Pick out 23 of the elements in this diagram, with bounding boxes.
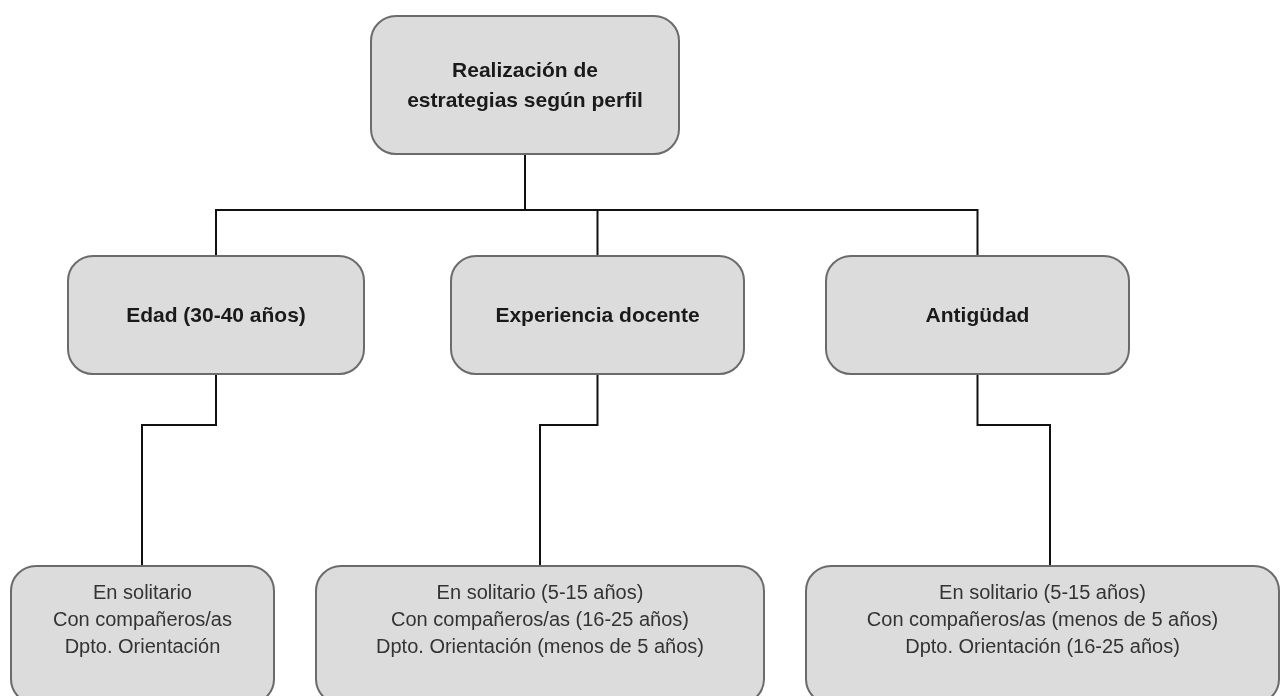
strategy-text: Dpto. Orientación (menos de 5 años) (376, 634, 704, 659)
category-box (370, 15, 680, 155)
strategy-box (315, 565, 765, 696)
strategy-text: Dpto. Orientación (64, 634, 221, 659)
box-title: Edad (30-40 años) (125, 301, 307, 328)
strategy-box (805, 565, 1280, 696)
category-box (450, 255, 745, 375)
box-title: Realización de estrategias según perfil (406, 56, 644, 113)
connector-line (539, 374, 599, 566)
strategy-text: Dpto. Orientación (16-25 años) (905, 634, 1180, 659)
connector-line (141, 374, 217, 566)
strategy-text: En solitario (5-15 años) (939, 580, 1146, 605)
strategy-text: En solitario (5-15 años) (436, 580, 644, 605)
strategy-text: En solitario (93, 580, 192, 605)
strategy-box (10, 565, 275, 696)
strategy-text: Con compañeros/as (53, 607, 232, 632)
category-box (825, 255, 1130, 375)
box-title: Experiencia docente (494, 301, 701, 328)
box-title: Antigüdad (924, 301, 1031, 328)
category-box (67, 255, 365, 375)
strategy-text: Con compañeros/as (16-25 años) (391, 607, 689, 632)
strategy-text: Con compañeros/as (menos de 5 años) (866, 607, 1219, 632)
connector-line (976, 374, 1051, 566)
